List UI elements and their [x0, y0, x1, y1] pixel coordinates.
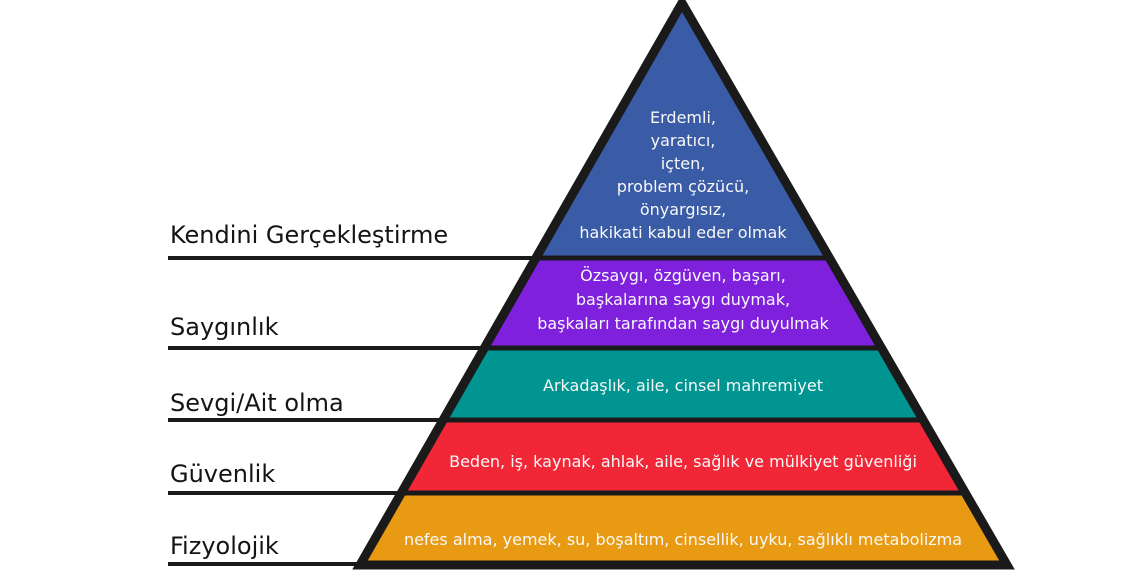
tier-text-line: yaratıcı, — [650, 131, 716, 150]
tier-text-line: problem çözücü, — [616, 177, 750, 196]
tier-text-line: başkalarına saygı duymak, — [575, 290, 791, 309]
tier-text-line: Erdemli, — [650, 108, 716, 127]
tier-text-line: içten, — [660, 154, 706, 173]
label-love-belonging: Sevgi/Ait olma — [170, 389, 344, 417]
label-physiological: Fizyolojik — [170, 532, 279, 560]
label-safety: Güvenlik — [170, 460, 276, 488]
tier-text-line: Özsaygı, özgüven, başarı, — [580, 266, 786, 285]
tier-text-love-belonging: Arkadaşlık, aile, cinsel mahremiyet — [383, 375, 983, 397]
tier-text-esteem: Özsaygı, özgüven, başarı, başkalarına sa… — [433, 264, 933, 336]
tier-text-line: Beden, iş, kaynak, ahlak, aile, sağlık v… — [449, 452, 917, 471]
tier-text-line: Arkadaşlık, aile, cinsel mahremiyet — [543, 376, 823, 395]
tier-text-physiological: nefes alma, yemek, su, boşaltım, cinsell… — [333, 529, 1033, 551]
tier-text-line: önyargısız, — [639, 200, 727, 219]
tier-text-line: nefes alma, yemek, su, boşaltım, cinsell… — [403, 530, 963, 549]
tier-text-safety: Beden, iş, kaynak, ahlak, aile, sağlık v… — [383, 451, 983, 473]
tier-text-self-actualization: Erdemli, yaratıcı, içten, problem çözücü… — [433, 106, 933, 244]
label-self-actualization: Kendini Gerçekleştirme — [170, 221, 449, 249]
tier-text-line: başkaları tarafından saygı duyulmak — [537, 314, 829, 333]
label-esteem: Saygınlık — [170, 313, 279, 341]
tier-text-line: hakikati kabul eder olmak — [579, 223, 787, 242]
